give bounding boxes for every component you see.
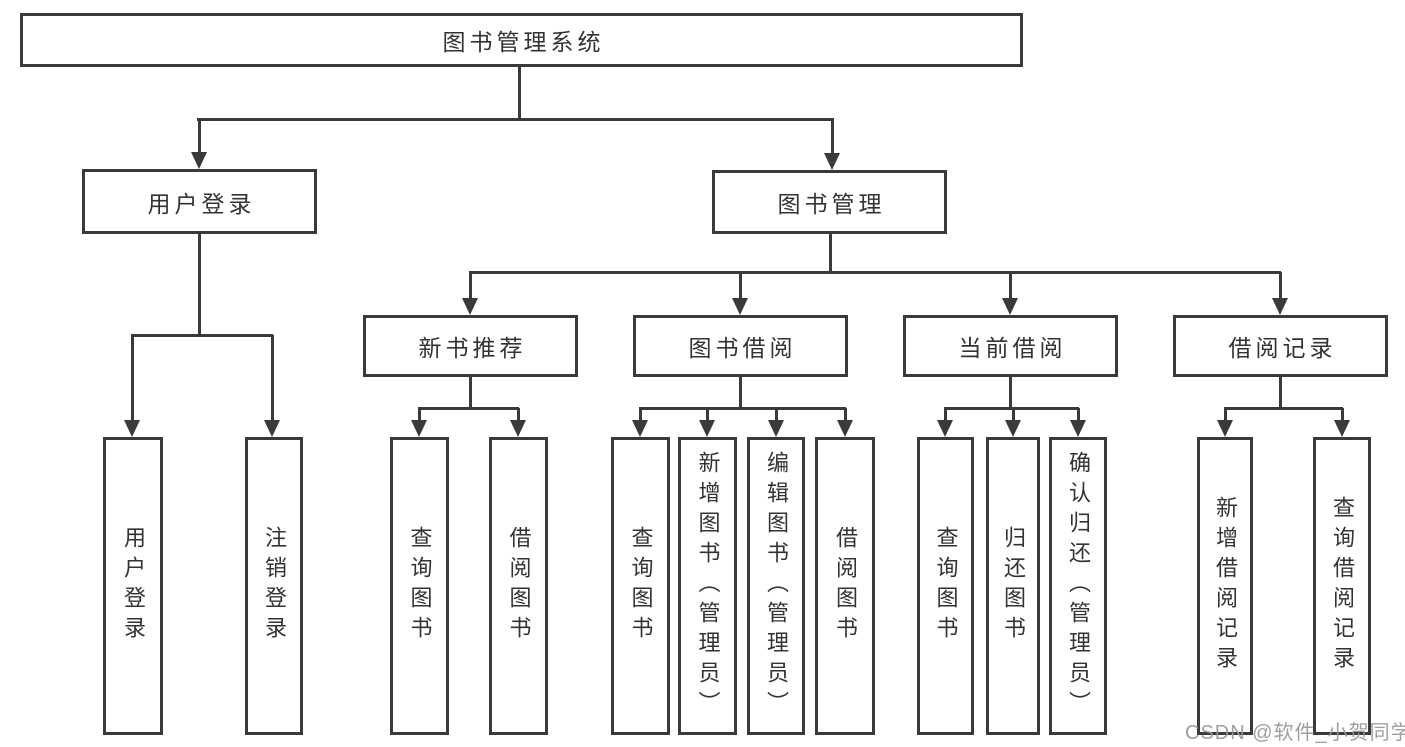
leaf-logout-login: 注销登录: [245, 437, 303, 735]
leaf-current-query-book: 查询图书: [917, 437, 974, 735]
leaf-newrec-query-book: 查询图书: [390, 437, 449, 735]
connector-vline: [739, 377, 742, 408]
connector-arrowhead: [1005, 420, 1021, 437]
leaf-borrow-add-book-admin-label: 新增图书（管理员）: [695, 451, 721, 721]
connector-vline: [469, 377, 472, 408]
leaf-user-login-label: 用户登录: [121, 526, 146, 646]
node-book-management: 图书管理: [712, 170, 947, 234]
connector-arrowhead: [699, 420, 715, 437]
connector-vline: [131, 335, 134, 422]
csdn-watermark: CSDN @软件_小贺同学: [1185, 722, 1405, 744]
connector-vline: [198, 119, 201, 154]
connector-hline: [469, 271, 1281, 274]
connector-arrowhead: [264, 420, 280, 437]
connector-vline: [271, 335, 274, 422]
node-new-book-recommend: 新书推荐: [363, 315, 578, 377]
connector-arrowhead: [1217, 420, 1233, 437]
connector-vline: [418, 408, 421, 422]
connector-arrowhead: [411, 420, 427, 437]
connector-arrowhead: [1272, 298, 1288, 315]
node-user-login: 用户登录: [82, 169, 317, 234]
leaf-borrow-edit-book-admin: 编辑图书（管理员）: [747, 437, 805, 735]
connector-vline: [639, 408, 642, 422]
connector-hline: [418, 407, 519, 410]
connector-arrowhead: [837, 420, 853, 437]
connector-arrowhead: [124, 420, 140, 437]
connector-hline: [639, 407, 846, 410]
leaf-newrec-query-book-label: 查询图书: [407, 526, 433, 646]
connector-arrowhead: [732, 298, 748, 315]
connector-vline: [198, 234, 201, 335]
leaf-newrec-borrow-book-label: 借阅图书: [506, 526, 532, 646]
node-book-borrowing: 图书借阅: [633, 315, 848, 377]
connector-vline: [944, 408, 947, 422]
connector-arrowhead: [1070, 420, 1086, 437]
connector-vline: [1077, 408, 1080, 422]
connector-vline: [469, 272, 472, 300]
leaf-borrow-query-book-label: 查询图书: [628, 526, 654, 646]
connector-vline: [518, 67, 521, 119]
connector-vline: [1009, 272, 1012, 300]
connector-vline: [1224, 408, 1227, 422]
connector-vline: [775, 408, 778, 422]
connector-vline: [1279, 272, 1282, 300]
node-current-borrowing: 当前借阅: [903, 315, 1118, 377]
leaf-borrow-add-book-admin: 新增图书（管理员）: [678, 437, 737, 735]
leaf-records-query-record: 查询借阅记录: [1313, 437, 1371, 735]
node-current-borrowing-label: 当前借阅: [958, 335, 1067, 361]
connector-arrowhead: [191, 152, 207, 169]
connector-vline: [1009, 377, 1012, 408]
node-book-management-label: 图书管理: [777, 191, 886, 217]
connector-vline: [706, 408, 709, 422]
leaf-logout-login-label: 注销登录: [262, 526, 287, 646]
connector-hline: [1224, 407, 1343, 410]
leaf-borrow-edit-book-admin-label: 编辑图书（管理员）: [764, 451, 789, 721]
connector-vline: [517, 408, 520, 422]
node-root-label: 图书管理系统: [442, 29, 605, 55]
connector-arrowhead: [462, 298, 478, 315]
connector-arrowhead: [768, 420, 784, 437]
connector-vline: [1012, 408, 1015, 422]
leaf-current-confirm-return-admin: 确认归还（管理员）: [1049, 437, 1107, 735]
leaf-records-add-record-label: 新增借阅记录: [1213, 496, 1238, 676]
connector-hline: [944, 407, 1079, 410]
node-borrowing-records-label: 借阅记录: [1228, 335, 1337, 361]
node-root: 图书管理系统: [20, 13, 1023, 67]
connector-arrowhead: [1002, 298, 1018, 315]
connector-vline: [831, 119, 834, 155]
connector-vline: [1341, 408, 1344, 422]
connector-vline: [829, 234, 832, 272]
leaf-borrow-query-book: 查询图书: [611, 437, 670, 735]
leaf-borrow-borrow-book-label: 借阅图书: [833, 526, 858, 646]
leaf-records-query-record-label: 查询借阅记录: [1330, 496, 1355, 676]
connector-vline: [844, 408, 847, 422]
connector-arrowhead: [510, 420, 526, 437]
connector-vline: [1279, 377, 1282, 408]
connector-hline: [131, 334, 273, 337]
leaf-borrow-borrow-book: 借阅图书: [815, 437, 875, 735]
connector-hline: [197, 118, 834, 121]
connector-vline: [739, 272, 742, 300]
leaf-current-return-book-label: 归还图书: [1001, 526, 1026, 646]
node-borrowing-records: 借阅记录: [1173, 315, 1388, 377]
leaf-newrec-borrow-book: 借阅图书: [489, 437, 548, 735]
connector-arrowhead: [824, 153, 840, 170]
connector-arrowhead: [1334, 420, 1350, 437]
connector-arrowhead: [937, 420, 953, 437]
node-book-borrowing-label: 图书借阅: [688, 335, 797, 361]
leaf-current-confirm-return-admin-label: 确认归还（管理员）: [1066, 451, 1091, 721]
leaf-current-return-book: 归还图书: [986, 437, 1040, 735]
leaf-current-query-book-label: 查询图书: [933, 526, 959, 646]
node-new-book-recommend-label: 新书推荐: [418, 335, 527, 361]
leaf-records-add-record: 新增借阅记录: [1197, 437, 1253, 735]
leaf-user-login: 用户登录: [103, 437, 163, 735]
node-user-login-label: 用户登录: [147, 190, 256, 217]
connector-arrowhead: [632, 420, 648, 437]
